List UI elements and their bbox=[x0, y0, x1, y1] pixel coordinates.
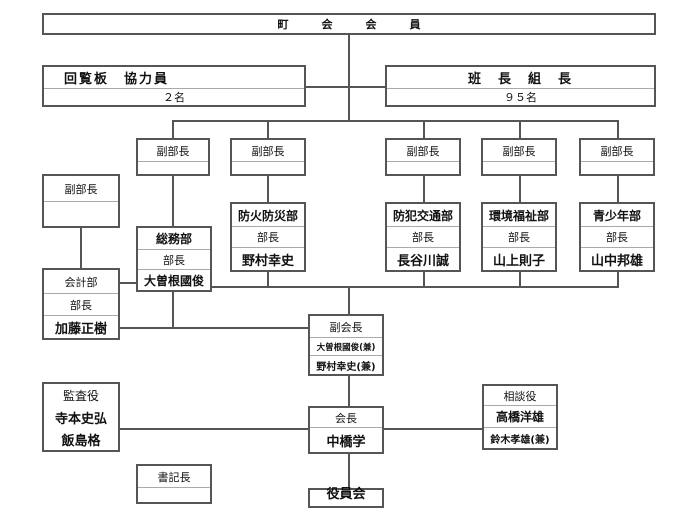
dept-seishonen-role: 部長 bbox=[581, 227, 653, 248]
auditor-title: 監査役 bbox=[62, 388, 99, 403]
connector-bouhan-vice bbox=[423, 176, 425, 202]
group-leaders-box: 班 長 組 長 ９５名 bbox=[385, 65, 656, 107]
advisor-box: 相談役 高橋洋雄 鈴木孝雄(兼) bbox=[482, 384, 558, 450]
connector-president-advisor bbox=[384, 428, 482, 430]
connector-seishonen-vice bbox=[617, 176, 619, 202]
dept-seishonen-name: 青少年部 bbox=[581, 204, 653, 227]
connector-left-to-vp bbox=[120, 327, 308, 329]
vice-president-person2: 野村幸史(兼) bbox=[316, 361, 376, 373]
dept-somu-name: 総務部 bbox=[138, 228, 210, 250]
group-leaders-count: ９５名 bbox=[504, 91, 537, 104]
group-leaders-title: 班 長 組 長 bbox=[387, 67, 654, 89]
connector-bouka-vice bbox=[267, 176, 269, 202]
circular-cooperators-box: 回覧板 協力員 ２名 bbox=[42, 65, 306, 107]
dept-kaikei-role: 部長 bbox=[44, 294, 118, 316]
vice-president-person1: 大曽根國俊(兼) bbox=[310, 338, 382, 356]
dept-bouka-person: 野村幸史 bbox=[241, 253, 294, 269]
connector-to-right-group bbox=[348, 86, 386, 88]
connector-kankyo-vice bbox=[519, 176, 521, 202]
dept-bouka-name: 防火防災部 bbox=[232, 204, 304, 227]
advisor-person1: 高橋洋雄 bbox=[484, 406, 556, 428]
dept-seishonen-box: 青少年部 部長 山中邦雄 bbox=[579, 202, 655, 272]
vice-head-bouka-blank bbox=[232, 162, 304, 174]
secretary-title: 書記長 bbox=[138, 466, 210, 488]
auditor-person1: 寺本史弘 bbox=[54, 411, 107, 427]
connector-president-officers bbox=[348, 454, 350, 488]
connector-seishonen-bottom bbox=[617, 272, 619, 288]
vice-head-seishonen: 副部長 bbox=[579, 138, 655, 176]
dept-bouhan-role: 部長 bbox=[387, 227, 459, 248]
vice-head-kankyo-blank bbox=[483, 162, 555, 174]
president-name: 中橋学 bbox=[326, 434, 366, 450]
president-title: 会長 bbox=[310, 408, 382, 428]
connector-vp-president bbox=[348, 376, 350, 406]
dept-seishonen-person: 山中邦雄 bbox=[590, 253, 643, 269]
vice-head-bouhan-label: 副部長 bbox=[387, 140, 459, 162]
president-box: 会長 中橋学 bbox=[308, 406, 384, 454]
vice-head-kankyo-label: 副部長 bbox=[483, 140, 555, 162]
secretary-blank bbox=[138, 488, 210, 502]
connector-kaikei-vice bbox=[80, 228, 82, 270]
vice-head-kaikei-blank bbox=[44, 202, 118, 226]
vice-head-seishonen-label: 副部長 bbox=[581, 140, 653, 162]
vice-head-bouka: 副部長 bbox=[230, 138, 306, 176]
connector-seishonen-drop bbox=[617, 120, 619, 138]
advisor-title: 相談役 bbox=[484, 386, 556, 406]
dept-bouhan-person: 長谷川誠 bbox=[396, 253, 449, 269]
dept-bouka-role: 部長 bbox=[232, 227, 304, 248]
dept-kankyo-role: 部長 bbox=[483, 227, 555, 248]
members-box: 町 会 会 員 bbox=[42, 13, 656, 35]
vice-head-kankyo: 副部長 bbox=[481, 138, 557, 176]
circular-cooperators-count: ２名 bbox=[163, 91, 185, 104]
connector-vp-top bbox=[348, 286, 350, 314]
connector-kankyo-drop bbox=[519, 120, 521, 138]
vice-head-kaikei: 副部長 bbox=[42, 174, 120, 228]
vice-head-bouhan-blank bbox=[387, 162, 459, 174]
vice-head-kaikei-label: 副部長 bbox=[44, 176, 118, 202]
dept-kankyo-person: 山上則子 bbox=[492, 253, 545, 269]
connector-somu-vice bbox=[172, 176, 174, 226]
connector-bouhan-drop bbox=[423, 120, 425, 138]
circular-cooperators-title: 回覧板 協力員 bbox=[44, 67, 304, 89]
officers-box: 役員会 bbox=[308, 488, 384, 508]
dept-somu-person: 大曽根國俊 bbox=[143, 273, 204, 288]
vice-head-somu-blank bbox=[138, 162, 208, 174]
connector-somu-drop bbox=[172, 120, 174, 138]
officers-title: 役員会 bbox=[326, 487, 366, 502]
vice-head-somu: 副部長 bbox=[136, 138, 210, 176]
vice-head-somu-label: 副部長 bbox=[138, 140, 208, 162]
secretary-box: 書記長 bbox=[136, 464, 212, 504]
advisor-person2: 鈴木孝雄(兼) bbox=[490, 434, 550, 446]
dept-somu-role: 部長 bbox=[138, 250, 210, 270]
connector-auditor-president bbox=[120, 428, 308, 430]
connector-bouka-bottom bbox=[267, 272, 269, 288]
dept-bouhan-box: 防犯交通部 部長 長谷川誠 bbox=[385, 202, 461, 272]
dept-kaikei-name: 会計部 bbox=[44, 270, 118, 294]
dept-kankyo-name: 環境福祉部 bbox=[483, 204, 555, 227]
vice-head-bouka-label: 副部長 bbox=[232, 140, 304, 162]
auditor-box: 監査役 寺本史弘 飯島格 bbox=[42, 382, 120, 452]
dept-kaikei-box: 会計部 部長 加藤正樹 bbox=[42, 268, 120, 340]
vice-head-seishonen-blank bbox=[581, 162, 653, 174]
connector-dept-bus bbox=[172, 120, 619, 122]
auditor-person2: 飯島格 bbox=[61, 433, 101, 449]
connector-top-trunk bbox=[348, 34, 350, 120]
vice-head-bouhan: 副部長 bbox=[385, 138, 461, 176]
dept-kaikei-person: 加藤正樹 bbox=[54, 321, 107, 337]
connector-to-left-group bbox=[306, 86, 350, 88]
connector-dept-bottom-bus bbox=[212, 286, 619, 288]
vice-president-box: 副会長 大曽根國俊(兼) 野村幸史(兼) bbox=[308, 314, 384, 376]
connector-bouhan-bottom bbox=[423, 272, 425, 288]
dept-kankyo-box: 環境福祉部 部長 山上則子 bbox=[481, 202, 557, 272]
dept-bouhan-name: 防犯交通部 bbox=[387, 204, 459, 227]
connector-kankyo-bottom bbox=[519, 272, 521, 288]
connector-somu-vp bbox=[172, 292, 174, 328]
connector-bouka-drop bbox=[267, 120, 269, 138]
vice-president-title: 副会長 bbox=[310, 316, 382, 338]
chart-title: 町 会 会 員 bbox=[277, 18, 421, 31]
connector-kaikei-somu bbox=[120, 282, 138, 284]
dept-bouka-box: 防火防災部 部長 野村幸史 bbox=[230, 202, 306, 272]
dept-somu-box: 総務部 部長 大曽根國俊 bbox=[136, 226, 212, 292]
